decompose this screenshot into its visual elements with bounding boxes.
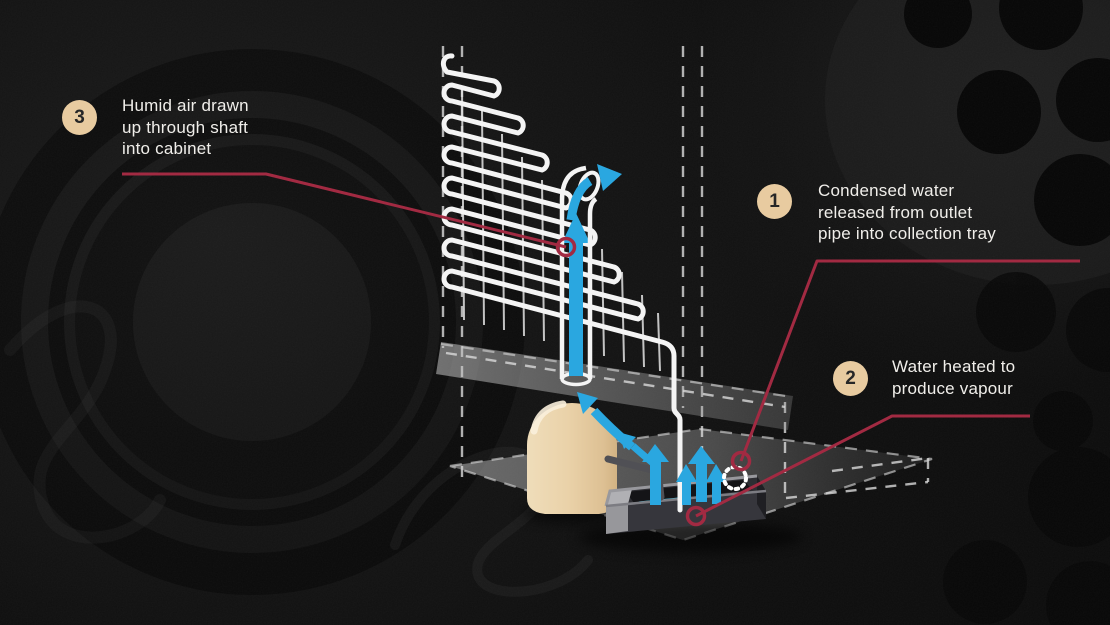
callout-1-line-3: pipe into collection tray [818,224,996,243]
callout-2-label: Water heated to produce vapour [892,356,1015,399]
up-arrow-icon [642,444,669,505]
callout-2-badge: 2 [833,361,868,396]
callout-3-line-1: Humid air drawn [122,96,249,115]
callout-3-badge: 3 [62,100,97,135]
up-arrow-icon [676,464,697,505]
leader-ring-icon [555,236,577,258]
callout-leader-lines [122,172,1080,527]
callout-3-label: Humid air drawn up through shaft into ca… [122,95,249,160]
callout-2-number: 2 [845,367,856,389]
leader-ring-icon [685,505,707,527]
callout-1-badge: 1 [757,184,792,219]
callout-2-leader-line [695,414,1030,518]
callout-3-leader-line [122,172,567,249]
vapour-up-arrows [642,444,727,505]
callout-2-line-2: produce vapour [892,378,1013,398]
middle-shelf [436,342,793,430]
airflow-exit-arrow-icon [566,164,622,221]
compressor-highlight [530,400,567,435]
callout-1-label: Condensed water released from outlet pip… [818,180,996,245]
compressor [522,400,622,523]
callout-1-number: 1 [769,190,780,212]
tray-right-face [757,476,766,519]
callout-3-line-3: into cabinet [122,139,212,158]
shaft-airflow-up-arrow [569,242,583,376]
callout-2-line-1: Water heated to [892,357,1016,376]
callout-1-leader-line [739,259,1080,462]
callout-3-line-2: up through shaft [122,117,249,137]
callout-1-line-1: Condensed water [818,181,955,200]
air-shaft [559,164,622,387]
up-arrow-icon [688,446,715,502]
callout-1-line-2: released from outlet [818,202,973,222]
evaporator-coil-and-drain-pipe [440,53,683,513]
callout-3-number: 3 [74,106,85,128]
leader-ring-icon [730,450,752,472]
up-arrow-icon [706,464,727,504]
hidden-wall-dashed-outline [783,402,930,500]
tray-left-rim [606,504,628,534]
